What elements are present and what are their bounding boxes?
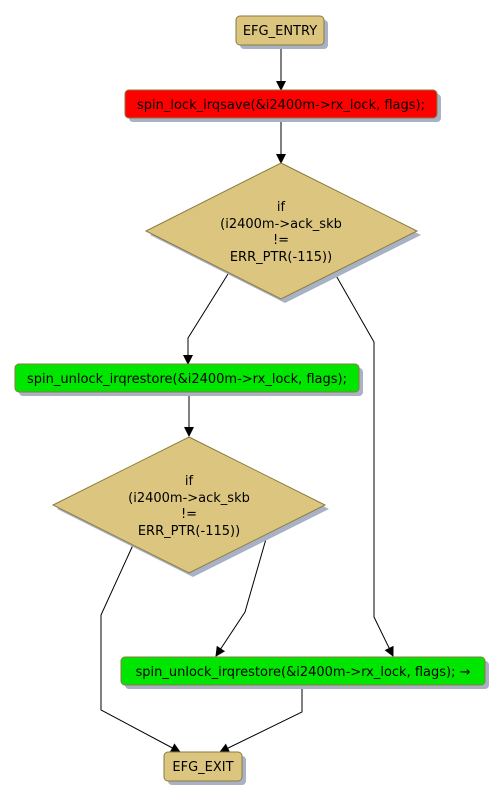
decision2-node: if (i2400m->ack_skb != ERR_PTR(-115)) <box>51 436 329 577</box>
unlock1-node-box <box>14 363 360 393</box>
edge-unlock2-to-exit <box>219 687 303 753</box>
exit-node-label: EFG_EXIT <box>172 760 233 775</box>
edge-decision2-to-unlock2 <box>215 531 269 657</box>
decision2-line-3: != <box>181 507 197 522</box>
lock-node: spin_lock_irqsave(&i2400m->rx_lock, flag… <box>124 89 441 122</box>
edge-decision1-to-unlock2 <box>333 271 394 657</box>
entry-node: EFG_ENTRY <box>235 15 328 49</box>
edges <box>100 46 394 753</box>
edge-decision2-to-exit <box>100 544 181 753</box>
decision2-line-2: (i2400m->ack_skb <box>128 491 250 506</box>
lock-node-label: spin_lock_irqsave(&i2400m->rx_lock, flag… <box>137 98 425 113</box>
exit-node: EFG_EXIT <box>163 751 246 785</box>
unlock1-node-label: spin_unlock_irqrestore(&i2400m->rx_lock,… <box>27 372 347 387</box>
unlock2-node: spin_unlock_irqrestore(&i2400m->rx_lock,… <box>120 656 489 689</box>
exit-node-box <box>163 751 243 782</box>
decision1-line-2: (i2400m->ack_skb <box>220 217 342 232</box>
decision2-node-shape <box>51 436 327 574</box>
decision1-line-1: if <box>277 200 286 215</box>
entry-node-label: EFG_ENTRY <box>243 24 317 39</box>
edge-decision1-to-unlock1 <box>183 273 229 365</box>
decision1-node-shape <box>144 162 419 300</box>
unlock2-node-label: spin_unlock_irqrestore(&i2400m->rx_lock,… <box>135 665 470 680</box>
lock-node-box <box>124 89 438 119</box>
decision1-line-4: ERR_PTR(-115)) <box>230 250 332 265</box>
decision1-node: if (i2400m->ack_skb != ERR_PTR(-115)) <box>144 162 421 303</box>
entry-node-box <box>235 15 325 46</box>
decision1-line-3: != <box>273 233 289 248</box>
decision2-line-4: ERR_PTR(-115)) <box>138 524 240 539</box>
unlock2-node-box <box>120 656 486 686</box>
unlock1-node: spin_unlock_irqrestore(&i2400m->rx_lock,… <box>14 363 363 396</box>
decision2-line-1: if <box>185 474 194 489</box>
